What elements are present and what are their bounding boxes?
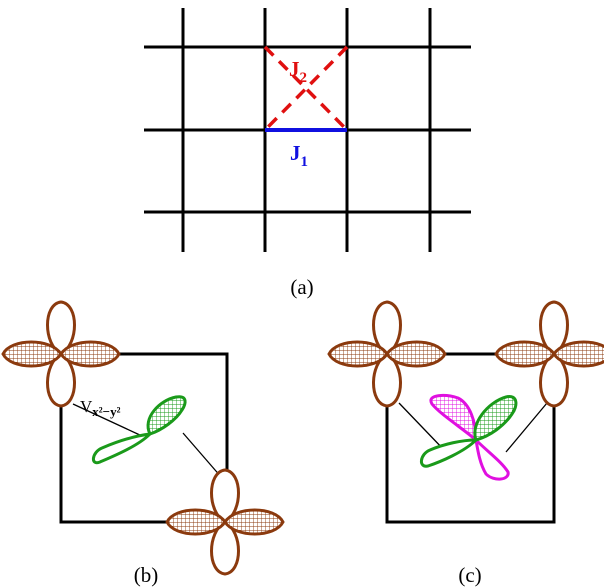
caption-c: (c): [458, 563, 481, 587]
panel-b: Vx²−y² (b): [1, 300, 285, 587]
panel-a: J2 J1 (a): [144, 8, 471, 299]
j2-diagonal-2: [263, 45, 349, 132]
unit-cell-box: [59, 352, 229, 524]
hopping-line-c2: [505, 402, 548, 453]
hopping-label-v: Vx²−y²: [80, 397, 121, 419]
j1-label: J1: [290, 141, 308, 170]
unit-cell-box-c: [385, 352, 556, 524]
d-orbital-top-left: [1, 300, 121, 408]
caption-b: (b): [134, 563, 159, 587]
hopping-line-1: [72, 403, 143, 437]
hopping-line-2: [182, 432, 223, 479]
caption-a: (a): [290, 275, 313, 299]
d-orbital-top-right-c: [494, 300, 604, 408]
d-orbital-top-left-c: [327, 300, 447, 408]
j2-bonds: [263, 45, 349, 132]
hopping-line-c1: [398, 402, 447, 453]
d-orbital-bottom-right: [165, 468, 285, 576]
p-orbital-magenta: [429, 394, 510, 481]
j2-diagonal-1: [263, 45, 349, 132]
j2-label: J2: [289, 57, 307, 86]
p-orbital-green: [92, 395, 187, 465]
p-orbital-green-c: [420, 395, 518, 468]
panel-c: (c): [327, 300, 604, 587]
